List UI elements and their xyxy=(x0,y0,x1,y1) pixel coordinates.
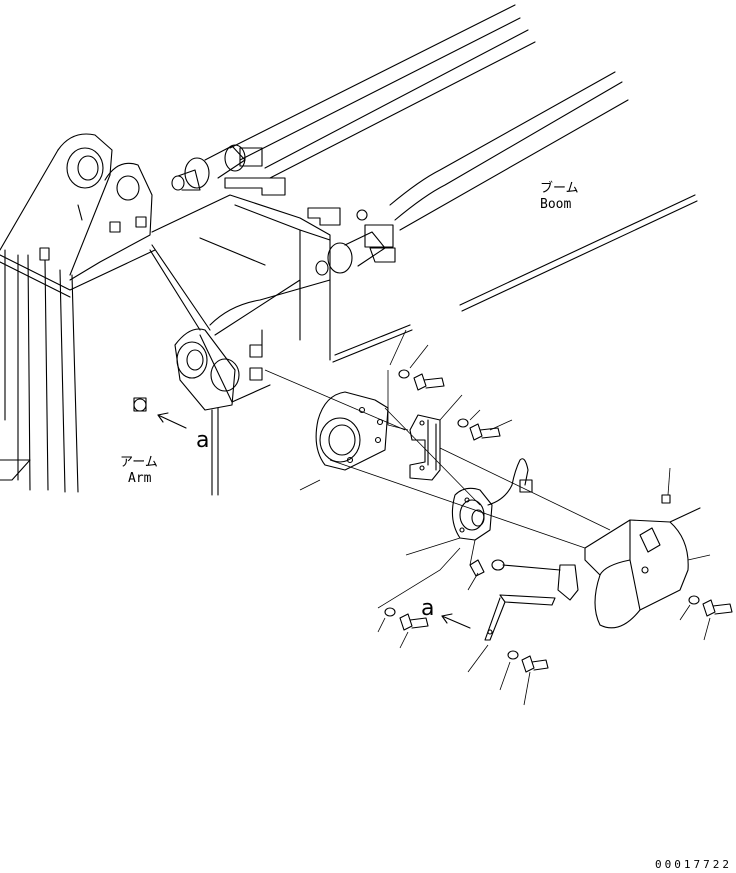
lower-fasteners xyxy=(384,494,733,673)
arm-structure xyxy=(0,133,156,493)
sensor-lever xyxy=(469,559,579,641)
sensor-cover xyxy=(584,507,701,629)
upper-pipe-fitting xyxy=(171,144,286,196)
boom-foot-bracket xyxy=(149,194,331,496)
angle-sensor xyxy=(451,458,533,541)
drawing-code: 00017722 xyxy=(655,858,732,871)
assembly-lines xyxy=(264,329,711,706)
boom-label-en: Boom xyxy=(540,197,571,212)
mounting-plate xyxy=(315,391,389,471)
lower-pipe-fitting xyxy=(307,207,396,276)
boom-label-jp: ブーム xyxy=(540,180,579,196)
upper-fasteners xyxy=(398,369,501,441)
view-mark-arm: a xyxy=(196,428,209,453)
view-mark-sensor: a xyxy=(421,596,434,621)
arm-label-en: Arm xyxy=(128,471,152,486)
arm-label-jp: アーム xyxy=(120,455,158,470)
boom-upper-pipes xyxy=(229,4,698,363)
view-arrows xyxy=(133,397,471,629)
bracket-clip xyxy=(409,414,441,481)
